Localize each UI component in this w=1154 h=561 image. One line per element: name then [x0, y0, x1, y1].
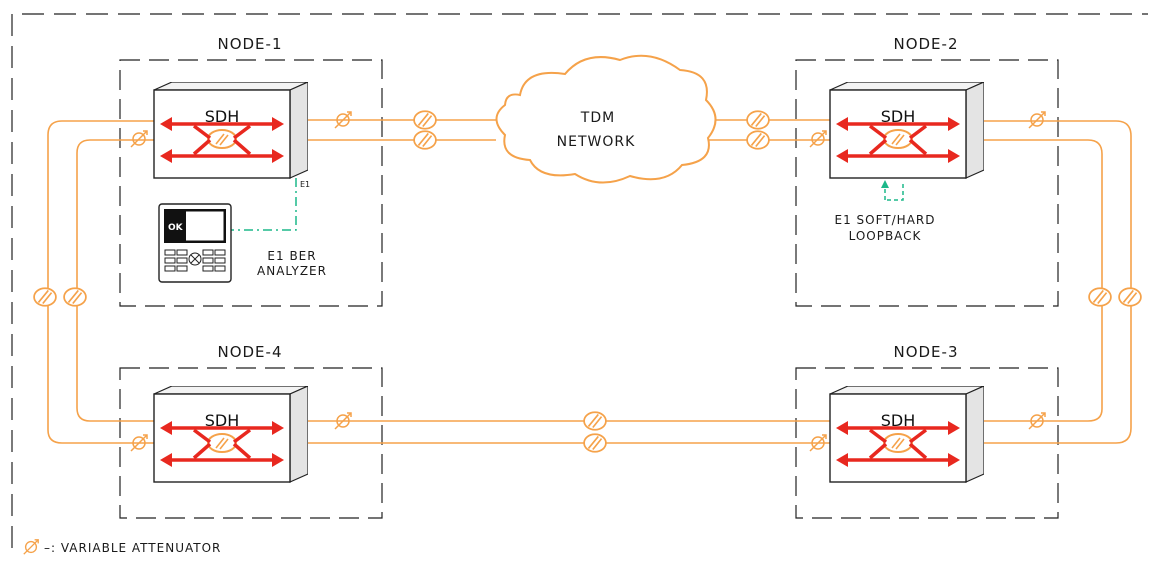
analyzer-keypad: [164, 249, 226, 272]
loopback-link: [884, 184, 904, 201]
loopback-arrowhead: [881, 180, 889, 188]
attenuator: [33, 287, 57, 307]
sdh-device-node-1: SDH: [152, 82, 308, 180]
analyzer-label-line2: ANALYZER: [257, 264, 327, 278]
sdh-device-node-3: SDH: [828, 386, 984, 484]
variable-attenuator-icon: [1028, 412, 1046, 430]
ber-analyzer-device: OK: [158, 203, 232, 283]
node-4-title: NODE-4: [217, 343, 282, 361]
e1-port-label: E1: [300, 180, 310, 189]
attenuator: [413, 110, 437, 130]
loopback-label-line2: LOOPBACK: [849, 229, 922, 243]
variable-attenuator-icon: [334, 412, 352, 430]
cloud-label-line1: TDM: [580, 110, 615, 126]
variable-attenuator-icon: [334, 111, 352, 129]
sdh-device-node-4: SDH: [152, 386, 308, 484]
fiber-links: [47, 119, 1132, 444]
fiber-outer-ring-right: [938, 120, 1132, 444]
fiber-inner-ring-right: [938, 139, 1103, 422]
analyzer-screen-text: OK: [168, 223, 184, 233]
variable-attenuator-icon: [130, 130, 148, 148]
sdh-label: SDH: [881, 107, 916, 126]
attenuator: [746, 110, 770, 130]
tdm-network-cloud: TDM NETWORK: [495, 54, 717, 184]
cloud-label-line2: NETWORK: [557, 134, 636, 150]
variable-attenuator-icon: [1028, 111, 1046, 129]
attenuator: [413, 130, 437, 150]
attenuator: [1088, 287, 1112, 307]
sdh-device-node-2: SDH: [828, 82, 984, 180]
node-1-title: NODE-1: [217, 35, 282, 53]
attenuator: [1118, 287, 1142, 307]
fiber-inner-ring-left: [76, 139, 155, 422]
outer-frame: [11, 13, 1148, 548]
attenuator: [746, 130, 770, 150]
variable-attenuator-icon: [809, 130, 827, 148]
fiber-outer-ring-left: [47, 120, 155, 444]
node-2-box: [795, 59, 1059, 307]
sdh-label: SDH: [881, 411, 916, 430]
variable-attenuator-icon: [809, 434, 827, 452]
legend-text: –: VARIABLE ATTENUATOR: [44, 541, 221, 555]
analyzer-label-line1: E1 BER: [267, 249, 316, 263]
node-1-box: [119, 59, 383, 307]
sdh-label: SDH: [205, 411, 240, 430]
legend-variable-attenuator-icon: [23, 539, 39, 555]
attenuator: [583, 433, 607, 453]
node-2-title: NODE-2: [893, 35, 958, 53]
attenuator: [63, 287, 87, 307]
variable-attenuator-icon: [130, 434, 148, 452]
sdh-label: SDH: [205, 107, 240, 126]
node-3-title: NODE-3: [893, 343, 958, 361]
attenuator: [583, 411, 607, 431]
loopback-label-line1: E1 SOFT/HARD: [835, 213, 936, 227]
e1-link: [230, 178, 297, 231]
